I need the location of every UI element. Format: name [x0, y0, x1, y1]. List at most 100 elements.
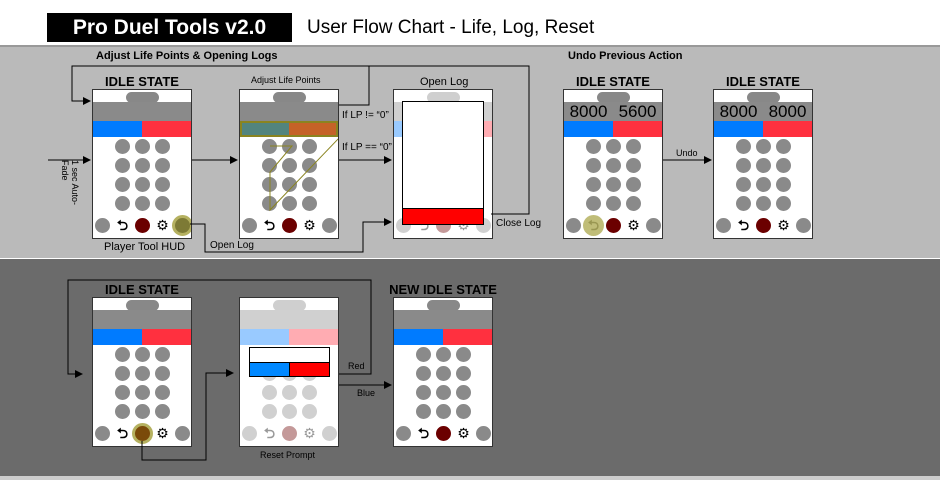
- reset-blue-button[interactable]: [250, 362, 290, 376]
- keypad-button[interactable]: [302, 158, 317, 173]
- keypad-button[interactable]: [155, 347, 170, 362]
- keypad-button[interactable]: [115, 366, 130, 381]
- reset-button[interactable]: [436, 426, 451, 441]
- keypad-button[interactable]: [586, 196, 601, 211]
- undo-icon[interactable]: ⮌: [263, 217, 276, 233]
- keypad-button[interactable]: [302, 196, 317, 211]
- keypad-button[interactable]: [135, 177, 150, 192]
- keypad-button[interactable]: [626, 158, 641, 173]
- keypad-button[interactable]: [282, 196, 297, 211]
- keypad-button[interactable]: [155, 366, 170, 381]
- gear-icon[interactable]: ⚙: [156, 217, 169, 233]
- left-button[interactable]: [396, 426, 411, 441]
- reset-button[interactable]: [282, 218, 297, 233]
- keypad-button[interactable]: [736, 177, 751, 192]
- keypad-button[interactable]: [115, 385, 130, 400]
- keypad-button[interactable]: [756, 177, 771, 192]
- gear-icon[interactable]: ⚙: [457, 425, 470, 441]
- keypad-button[interactable]: [135, 158, 150, 173]
- keypad-button[interactable]: [606, 177, 621, 192]
- keypad-button[interactable]: [756, 196, 771, 211]
- keypad-button[interactable]: [416, 385, 431, 400]
- keypad-button[interactable]: [155, 158, 170, 173]
- keypad-button[interactable]: [282, 177, 297, 192]
- reset-button[interactable]: [606, 218, 621, 233]
- keypad-button[interactable]: [135, 385, 150, 400]
- log-button[interactable]: [796, 218, 811, 233]
- keypad-button[interactable]: [436, 366, 451, 381]
- keypad-button[interactable]: [626, 196, 641, 211]
- keypad-button[interactable]: [115, 139, 130, 154]
- keypad-button[interactable]: [756, 139, 771, 154]
- keypad-button[interactable]: [606, 196, 621, 211]
- keypad-button[interactable]: [262, 139, 277, 154]
- keypad-button[interactable]: [135, 196, 150, 211]
- blue-player-bar[interactable]: [564, 121, 613, 137]
- gear-icon[interactable]: ⚙: [627, 217, 640, 233]
- keypad-button[interactable]: [115, 347, 130, 362]
- keypad-button[interactable]: [135, 366, 150, 381]
- left-button[interactable]: [242, 218, 257, 233]
- red-player-bar[interactable]: [613, 121, 662, 137]
- left-button[interactable]: [566, 218, 581, 233]
- keypad-button[interactable]: [416, 347, 431, 362]
- keypad-button[interactable]: [456, 366, 471, 381]
- reset-button[interactable]: [135, 218, 150, 233]
- keypad-button[interactable]: [626, 177, 641, 192]
- keypad-button[interactable]: [155, 177, 170, 192]
- keypad-button[interactable]: [416, 366, 431, 381]
- blue-player-bar[interactable]: [93, 329, 142, 345]
- log-button[interactable]: [476, 426, 491, 441]
- reset-button[interactable]: [756, 218, 771, 233]
- keypad-button[interactable]: [586, 139, 601, 154]
- undo-icon[interactable]: ⮌: [737, 217, 750, 233]
- keypad-button[interactable]: [416, 404, 431, 419]
- blue-player-bar[interactable]: [714, 121, 763, 137]
- keypad-button[interactable]: [302, 177, 317, 192]
- keypad-button[interactable]: [115, 196, 130, 211]
- keypad-button[interactable]: [262, 158, 277, 173]
- left-button[interactable]: [95, 218, 110, 233]
- red-player-bar[interactable]: [142, 121, 191, 137]
- keypad-button[interactable]: [436, 385, 451, 400]
- blue-player-bar[interactable]: [394, 329, 443, 345]
- keypad-button[interactable]: [436, 404, 451, 419]
- keypad-button[interactable]: [302, 139, 317, 154]
- keypad-button[interactable]: [776, 158, 791, 173]
- keypad-button[interactable]: [436, 347, 451, 362]
- keypad-button[interactable]: [736, 158, 751, 173]
- left-button[interactable]: [716, 218, 731, 233]
- keypad-button[interactable]: [606, 139, 621, 154]
- keypad-button[interactable]: [756, 158, 771, 173]
- log-button[interactable]: [646, 218, 661, 233]
- keypad-button[interactable]: [155, 196, 170, 211]
- undo-icon[interactable]: ⮌: [116, 217, 129, 233]
- gear-icon[interactable]: ⚙: [156, 425, 169, 441]
- keypad-button[interactable]: [456, 404, 471, 419]
- gear-icon[interactable]: ⚙: [303, 217, 316, 233]
- keypad-button[interactable]: [155, 385, 170, 400]
- reset-red-button[interactable]: [289, 362, 329, 376]
- keypad-button[interactable]: [736, 139, 751, 154]
- keypad-button[interactable]: [456, 347, 471, 362]
- red-player-bar[interactable]: [443, 329, 492, 345]
- log-button[interactable]: [322, 218, 337, 233]
- keypad-button[interactable]: [586, 177, 601, 192]
- keypad-button[interactable]: [155, 404, 170, 419]
- red-player-bar[interactable]: [142, 329, 191, 345]
- undo-icon[interactable]: ⮌: [116, 425, 129, 441]
- red-player-bar[interactable]: [763, 121, 812, 137]
- keypad-button[interactable]: [626, 139, 641, 154]
- keypad-button[interactable]: [115, 158, 130, 173]
- gear-icon[interactable]: ⚙: [777, 217, 790, 233]
- undo-icon[interactable]: ⮌: [417, 425, 430, 441]
- keypad-button[interactable]: [282, 158, 297, 173]
- log-button[interactable]: [175, 426, 190, 441]
- keypad-button[interactable]: [115, 404, 130, 419]
- keypad-button[interactable]: [736, 196, 751, 211]
- keypad-button[interactable]: [135, 347, 150, 362]
- keypad-button[interactable]: [776, 177, 791, 192]
- keypad-button[interactable]: [115, 177, 130, 192]
- keypad-button[interactable]: [155, 139, 170, 154]
- left-button[interactable]: [95, 426, 110, 441]
